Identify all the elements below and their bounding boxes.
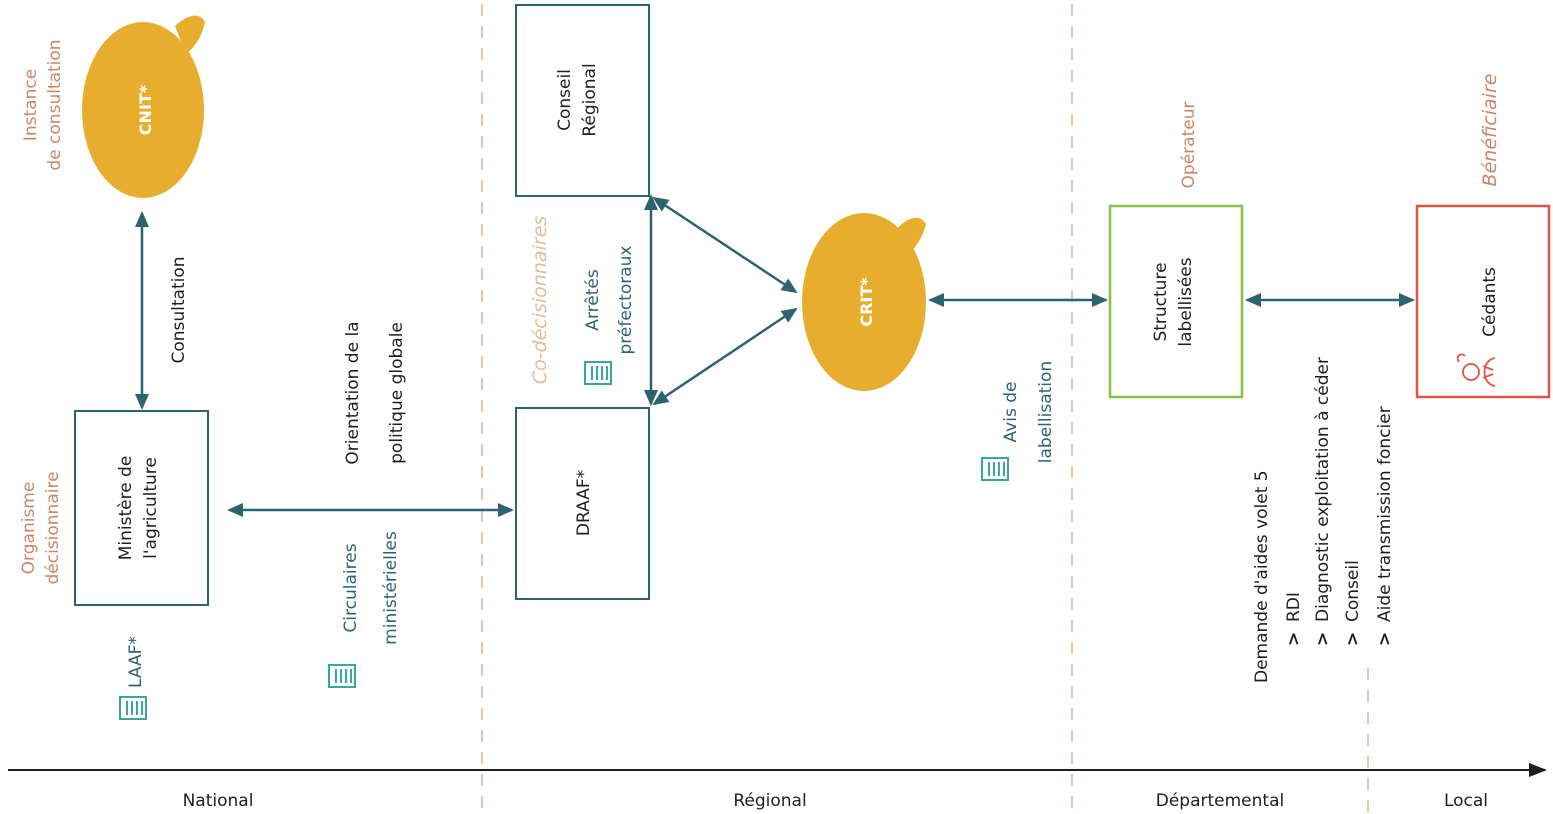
document-icon	[584, 361, 612, 385]
label-orientation-line2: politique globale	[387, 322, 407, 464]
box-cedants: Cédants	[1415, 204, 1551, 399]
box-structure-labellisees: Structure labellisées	[1108, 204, 1244, 399]
conseil-line1: Conseil	[555, 69, 575, 131]
zone-dividers	[481, 4, 1369, 814]
label-circulaires-line1: Circulaires	[341, 543, 361, 632]
demande-list: > RDI > Diagnostic exploitation à céder …	[1284, 357, 1395, 646]
crit-bubble: CRIT*	[802, 213, 926, 391]
structure-line2: labellisées	[1176, 257, 1196, 346]
ministere-line1: Ministère de	[116, 456, 136, 561]
arrow-conseil-crit	[652, 196, 798, 294]
arrows	[135, 194, 1415, 517]
axis-label-departemental: Départemental	[1156, 791, 1284, 811]
demande-title: Demande d'aides volet 5	[1252, 470, 1272, 683]
demande-item-rdi: RDI	[1284, 592, 1304, 622]
cnit-label: CNIT*	[136, 84, 155, 135]
cnit-bubble: CNIT*	[82, 15, 205, 198]
ministere-line2: l'agriculture	[141, 457, 161, 559]
label-orientation-line1: Orientation de la	[343, 321, 363, 464]
demande-item-aide-foncier: Aide transmission foncier	[1375, 406, 1395, 622]
document-icon	[981, 457, 1009, 481]
conseil-line2: Régional	[580, 63, 600, 136]
axis-label-local: Local	[1444, 791, 1488, 811]
demande-item-diagnostic: Diagnostic exploitation à céder	[1313, 357, 1333, 622]
label-avis-line2: labellisation	[1036, 361, 1056, 463]
label-arretes-line1: Arrêtés	[583, 269, 603, 331]
arrow-draaf-crit	[652, 307, 798, 406]
demande-bullet: >	[1284, 632, 1304, 646]
demande-bullet: >	[1343, 632, 1363, 646]
label-avis-line1: Avis de	[1001, 382, 1021, 443]
structure-line1: Structure	[1151, 262, 1171, 341]
box-draaf: DRAAF*	[515, 407, 650, 600]
demande-item-conseil: Conseil	[1343, 560, 1363, 622]
crit-label: CRIT*	[857, 277, 876, 327]
role-organisme-line1: Organisme	[19, 482, 39, 575]
role-operateur: Opérateur	[1179, 102, 1199, 189]
label-arretes-line2: préfectoraux	[616, 246, 636, 355]
demande-bullet: >	[1313, 632, 1333, 646]
draaf-label: DRAAF*	[574, 470, 594, 536]
axis-label-national: National	[183, 791, 254, 811]
role-instance-line1: Instance	[21, 69, 41, 141]
role-beneficiaire: Bénéficiaire	[1479, 74, 1501, 187]
demande-bullet: >	[1375, 632, 1395, 646]
document-icon	[119, 696, 147, 720]
cedants-label: Cédants	[1480, 267, 1500, 337]
role-organisme-line2: décisionnaire	[43, 471, 63, 584]
axis-label-regional: Régional	[733, 791, 806, 811]
label-circulaires-line2: ministérielles	[381, 531, 401, 645]
role-instance-line2: de consultation	[45, 39, 65, 170]
role-codecisionnaires: Co-décisionnaires	[529, 216, 551, 385]
person-icon	[1456, 353, 1496, 387]
label-consultation: Consultation	[169, 256, 189, 363]
label-laaf: LAAF*	[126, 636, 146, 688]
document-icon	[328, 664, 356, 688]
box-ministere: Ministère de l'agriculture	[74, 410, 209, 606]
box-conseil-regional: Conseil Régional	[515, 4, 650, 197]
